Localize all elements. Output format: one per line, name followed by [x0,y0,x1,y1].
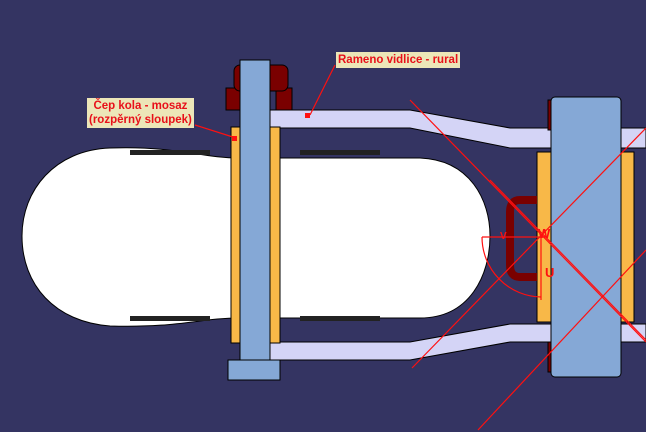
symbol-v: V [500,231,507,242]
pin-label: Čep kola - mosaz (rozpěrný sloupek) [87,98,194,128]
symbol-w: W [538,226,551,241]
bushing-right-b [619,151,635,323]
leader-dot-arm [305,113,310,118]
tire-tread [130,150,380,321]
pin-label-line1: Čep kola - mosaz [93,100,188,112]
hose [506,196,537,281]
axle-left [239,59,271,381]
fork-arm-top [261,109,646,149]
pin-label-line2: (rozpěrný sloupek) [89,114,192,126]
axle-right [550,96,622,378]
axle-left-head [227,359,281,381]
bushing-left-b [268,126,281,344]
annotation-lines [194,64,646,431]
leader-dot-pin [232,136,237,141]
symbol-u: U [545,265,555,280]
fork-arm-label: Rameno vidlice - rural [336,52,461,68]
